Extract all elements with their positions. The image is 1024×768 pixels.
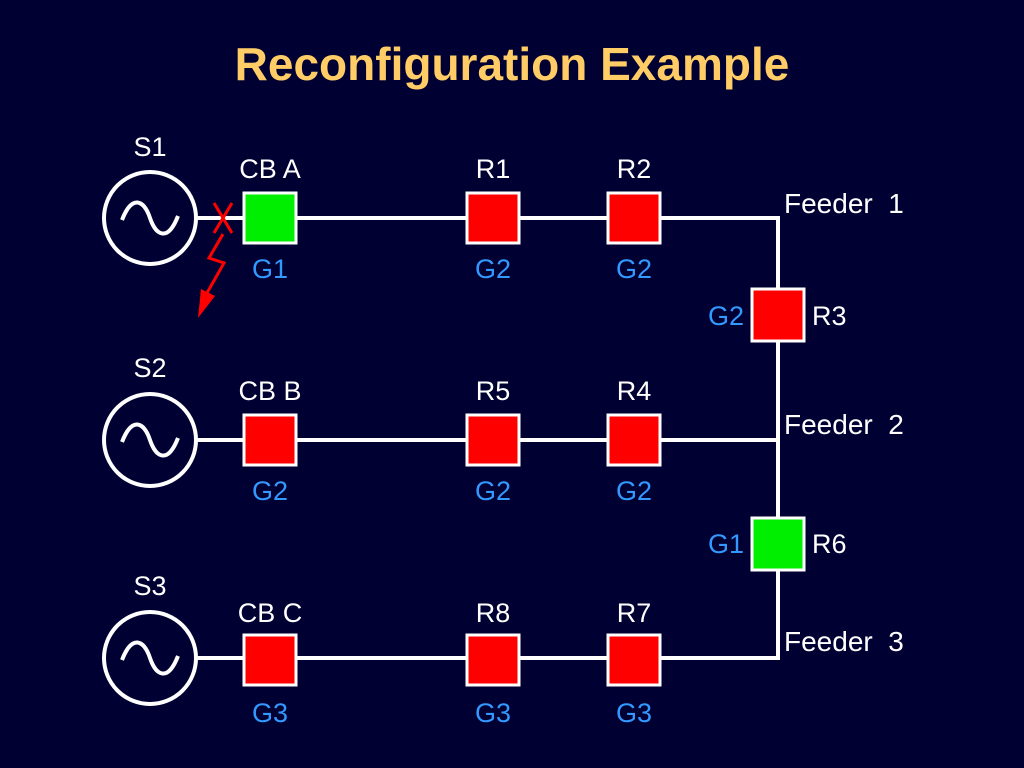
- recloser-switch[interactable]: [750, 516, 806, 572]
- recloser-switch[interactable]: [750, 287, 806, 343]
- group-label: G2: [475, 254, 511, 284]
- device-label: R5: [476, 376, 511, 406]
- source-label: S3: [133, 571, 166, 601]
- ac-source-icon: [102, 610, 198, 706]
- device-r5[interactable]: R5 G2: [465, 376, 521, 506]
- group-label: G2: [616, 254, 652, 284]
- page-title: Reconfiguration Example: [235, 38, 790, 90]
- recloser-switch[interactable]: [606, 413, 662, 467]
- recloser-switch[interactable]: [465, 633, 521, 687]
- device-r4[interactable]: R4 G2: [606, 376, 662, 506]
- source-s1: S1: [102, 132, 198, 266]
- lightning-fault-icon: [198, 202, 234, 318]
- recloser-switch[interactable]: [465, 191, 521, 245]
- feeder-label: Feeder 3: [784, 626, 904, 657]
- device-label: CB A: [239, 154, 301, 184]
- group-label: G3: [475, 698, 511, 728]
- device-label: R8: [476, 598, 511, 628]
- group-label: G2: [475, 476, 511, 506]
- device-label: R6: [812, 529, 847, 559]
- recloser-switch[interactable]: [606, 633, 662, 687]
- feeder-label: Feeder 1: [784, 188, 904, 219]
- breaker-switch[interactable]: [242, 191, 298, 245]
- ac-source-icon: [102, 170, 198, 266]
- source-label: S1: [133, 132, 166, 162]
- device-label: CB C: [238, 598, 303, 628]
- device-r7[interactable]: R7 G3: [606, 598, 662, 728]
- device-label: R4: [617, 376, 652, 406]
- group-label: G2: [708, 301, 744, 331]
- recloser-switch[interactable]: [465, 413, 521, 467]
- source-label: S2: [133, 353, 166, 383]
- group-label: G3: [252, 698, 288, 728]
- device-label: R2: [617, 154, 652, 184]
- device-label: R3: [812, 301, 847, 331]
- source-s2: S2: [102, 353, 198, 488]
- group-label: G1: [708, 529, 744, 559]
- sine-wave-icon: [120, 640, 180, 676]
- group-label: G1: [252, 254, 288, 284]
- breaker-switch[interactable]: [242, 633, 298, 687]
- device-r6[interactable]: R6 G1: [708, 516, 847, 572]
- group-label: G2: [616, 476, 652, 506]
- device-cb-a[interactable]: CB A G1: [239, 154, 301, 284]
- device-label: CB B: [238, 376, 301, 406]
- device-r1[interactable]: R1 G2: [465, 154, 521, 284]
- source-s3: S3: [102, 571, 198, 706]
- device-label: R1: [476, 154, 511, 184]
- sine-wave-icon: [120, 422, 180, 458]
- device-cb-c[interactable]: CB C G3: [238, 598, 303, 728]
- device-r8[interactable]: R8 G3: [465, 598, 521, 728]
- device-label: R7: [617, 598, 652, 628]
- ac-source-icon: [102, 392, 198, 488]
- feeder-label: Feeder 2: [784, 409, 904, 440]
- device-cb-b[interactable]: CB B G2: [238, 376, 301, 506]
- breaker-switch[interactable]: [242, 413, 298, 467]
- sine-wave-icon: [120, 200, 180, 236]
- recloser-switch[interactable]: [606, 191, 662, 245]
- device-r3[interactable]: R3 G2: [708, 287, 847, 343]
- group-label: G3: [616, 698, 652, 728]
- group-label: G2: [252, 476, 288, 506]
- device-r2[interactable]: R2 G2: [606, 154, 662, 284]
